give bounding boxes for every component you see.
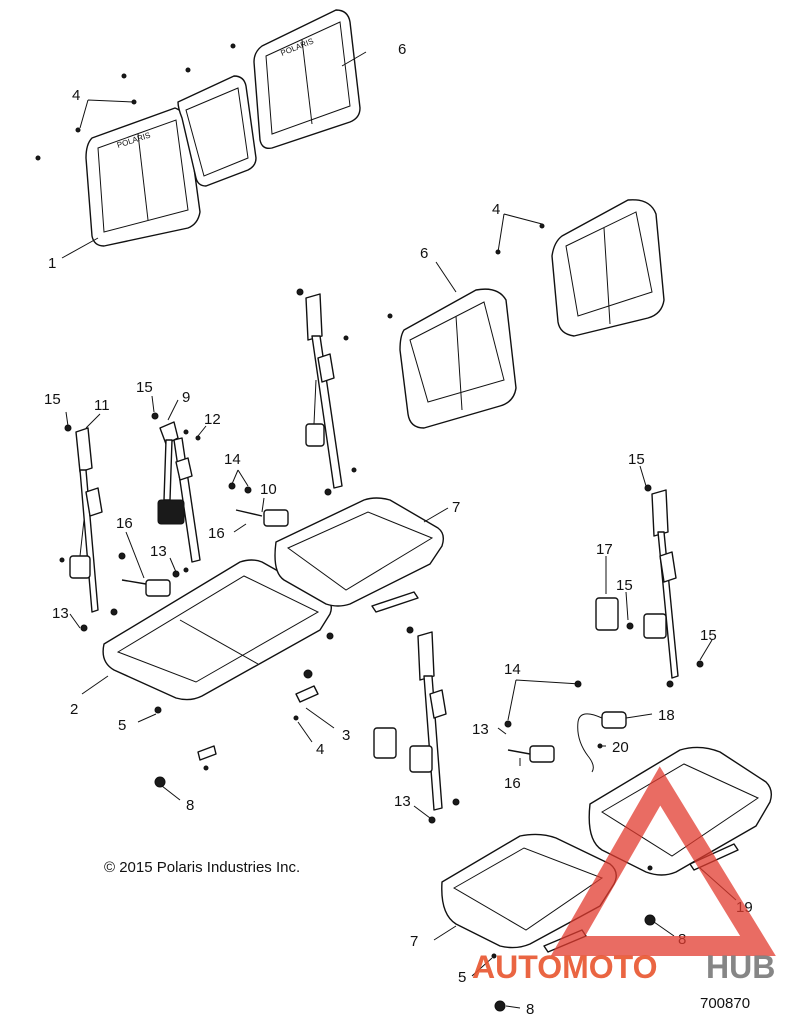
seat-belt-item-11	[59, 424, 118, 632]
callout-4: 4	[492, 201, 500, 218]
callout-8: 8	[526, 1001, 534, 1018]
callout-18: 18	[658, 707, 675, 724]
backrest-center-panel	[177, 75, 257, 187]
backrest-right-item-6: POLARIS	[253, 9, 361, 150]
callout-20: 20	[612, 739, 629, 756]
callout-2: 2	[70, 701, 78, 718]
callout-13: 13	[52, 605, 69, 622]
callout-6: 6	[398, 41, 406, 58]
callout-12: 12	[204, 411, 221, 428]
screws-top	[35, 43, 545, 341]
callout-13: 13	[150, 543, 167, 560]
drawing-number: 700870	[700, 995, 750, 1012]
callout-6: 6	[420, 245, 428, 262]
callout-17: 17	[596, 541, 613, 558]
buckles	[118, 482, 582, 763]
callout-3: 3	[342, 727, 350, 744]
callout-15: 15	[44, 391, 61, 408]
callout-5: 5	[118, 717, 126, 734]
callout-16: 16	[504, 775, 521, 792]
seat-belt-center-lower	[373, 626, 460, 824]
copyright-text: © 2015 Polaris Industries Inc.	[104, 859, 300, 876]
small-hardware	[154, 669, 656, 1012]
callout-10: 10	[260, 481, 277, 498]
callout-15: 15	[136, 379, 153, 396]
backrest-mid-item-6	[399, 288, 517, 429]
callout-15: 15	[616, 577, 633, 594]
callout-8: 8	[186, 797, 194, 814]
watermark-text-grey: HUB	[706, 949, 775, 985]
watermark-text-red: AUTOMOTO	[472, 949, 657, 985]
seat-bracket-center	[326, 591, 419, 640]
callout-1: 1	[48, 255, 56, 272]
watermark-logo: AUTOMOTO HUB	[472, 766, 776, 985]
callout-13: 13	[394, 793, 411, 810]
callout-16: 16	[116, 515, 133, 532]
callout-9: 9	[182, 389, 190, 406]
backrest-right-rear	[551, 199, 665, 337]
seat-belt-item-9	[151, 412, 201, 573]
callout-4: 4	[72, 87, 80, 104]
backrest-left-item-1: POLARIS	[85, 107, 201, 247]
callout-14: 14	[504, 661, 521, 678]
callout-5: 5	[458, 969, 466, 986]
callout-7: 7	[452, 499, 460, 516]
callout-16: 16	[208, 525, 225, 542]
callout-15: 15	[628, 451, 645, 468]
callout-4: 4	[316, 741, 324, 758]
watermark-triangle-icon	[550, 766, 776, 956]
callout-13: 13	[472, 721, 489, 738]
callout-15: 15	[700, 627, 717, 644]
callout-7: 7	[410, 933, 418, 950]
wire-harness-item-18	[577, 711, 627, 773]
seat-base-center-item-7	[274, 497, 445, 607]
callout-14: 14	[224, 451, 241, 468]
seat-belt-right	[595, 484, 704, 688]
seat-belt-center-upper	[296, 288, 357, 496]
callout-11: 11	[94, 397, 110, 414]
seat-base-item-2	[102, 559, 333, 701]
